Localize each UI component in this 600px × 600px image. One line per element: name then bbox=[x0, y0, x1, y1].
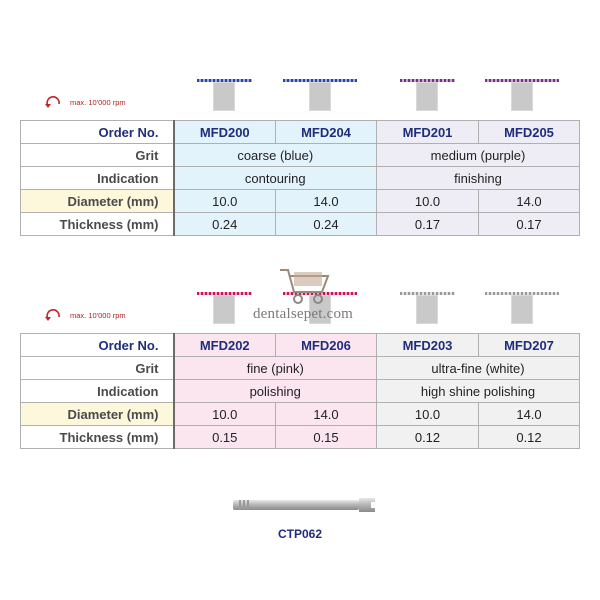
diameter-value: 14.0 bbox=[275, 402, 377, 426]
spec-table-2: Order No. MFD202 MFD206 MFD203 MFD207 Gr… bbox=[20, 333, 580, 449]
grit-value: fine (pink) bbox=[173, 356, 377, 380]
thickness-row: Thickness (mm) 0.15 0.15 0.12 0.12 bbox=[20, 425, 580, 449]
rpm-label: max. 10'000 rpm bbox=[70, 97, 126, 107]
order-code: MFD200 bbox=[173, 120, 276, 144]
diameter-value: 14.0 bbox=[478, 189, 580, 213]
grit-row: Grit fine (pink) ultra-fine (white) bbox=[20, 356, 580, 380]
diameter-value: 10.0 bbox=[173, 189, 276, 213]
spec-table-1: Order No. MFD200 MFD204 MFD201 MFD205 Gr… bbox=[20, 120, 580, 236]
diameter-value: 14.0 bbox=[275, 189, 377, 213]
disc-mfd202 bbox=[197, 292, 252, 324]
thickness-value: 0.12 bbox=[376, 425, 479, 449]
diameter-value: 10.0 bbox=[376, 402, 479, 426]
grit-row: Grit coarse (blue) medium (purple) bbox=[20, 143, 580, 167]
thickness-value: 0.17 bbox=[478, 212, 580, 236]
disc-mfd203 bbox=[400, 292, 455, 324]
thickness-value: 0.12 bbox=[478, 425, 580, 449]
diameter-label: Diameter (mm) bbox=[20, 189, 175, 213]
grit-label: Grit bbox=[20, 143, 175, 167]
order-label: Order No. bbox=[20, 333, 175, 357]
indication-value: high shine polishing bbox=[376, 379, 580, 403]
disc-mfd207 bbox=[485, 292, 559, 324]
order-code: MFD203 bbox=[376, 333, 479, 357]
thickness-value: 0.24 bbox=[173, 212, 276, 236]
diameter-value: 10.0 bbox=[376, 189, 479, 213]
thickness-value: 0.24 bbox=[275, 212, 377, 236]
disc-mfd205 bbox=[485, 79, 559, 111]
order-code: MFD205 bbox=[478, 120, 580, 144]
thickness-label: Thickness (mm) bbox=[20, 425, 175, 449]
diameter-label: Diameter (mm) bbox=[20, 402, 175, 426]
diameter-row: Diameter (mm) 10.0 14.0 10.0 14.0 bbox=[20, 189, 580, 213]
indication-label: Indication bbox=[20, 166, 175, 190]
order-code: MFD206 bbox=[275, 333, 377, 357]
order-row: Order No. MFD200 MFD204 MFD201 MFD205 bbox=[20, 120, 580, 144]
grit-value: ultra-fine (white) bbox=[376, 356, 580, 380]
rotation-arrow-icon bbox=[45, 309, 60, 321]
product-block-2: max. 10'000 rpm Order No. MFD202 MFD206 … bbox=[20, 292, 580, 449]
indication-value: contouring bbox=[173, 166, 377, 190]
watermark: dentalsepet.com bbox=[248, 262, 358, 332]
thickness-value: 0.17 bbox=[376, 212, 479, 236]
diameter-value: 14.0 bbox=[478, 402, 580, 426]
grit-value: medium (purple) bbox=[376, 143, 580, 167]
order-row: Order No. MFD202 MFD206 MFD203 MFD207 bbox=[20, 333, 580, 357]
watermark-cart-icon bbox=[280, 269, 330, 304]
disc-mfd201 bbox=[400, 79, 455, 111]
thickness-value: 0.15 bbox=[275, 425, 377, 449]
disc-mfd200 bbox=[197, 79, 252, 111]
thickness-label: Thickness (mm) bbox=[20, 212, 175, 236]
thickness-row: Thickness (mm) 0.24 0.24 0.17 0.17 bbox=[20, 212, 580, 236]
rpm-note: max. 10'000 rpm bbox=[44, 308, 126, 322]
rotation-arrow-icon bbox=[45, 96, 60, 108]
mandrel-code: CTP062 bbox=[277, 527, 323, 541]
mandrel-icon bbox=[233, 498, 377, 512]
thickness-value: 0.15 bbox=[173, 425, 276, 449]
grit-label: Grit bbox=[20, 356, 175, 380]
order-code: MFD202 bbox=[173, 333, 276, 357]
disc-mfd204 bbox=[283, 79, 357, 111]
diameter-value: 10.0 bbox=[173, 402, 276, 426]
indication-row: Indication polishing high shine polishin… bbox=[20, 379, 580, 403]
order-code: MFD207 bbox=[478, 333, 580, 357]
indication-value: polishing bbox=[173, 379, 377, 403]
diameter-row: Diameter (mm) 10.0 14.0 10.0 14.0 bbox=[20, 402, 580, 426]
rpm-label: max. 10'000 rpm bbox=[70, 310, 126, 320]
indication-label: Indication bbox=[20, 379, 175, 403]
rpm-note: max. 10'000 rpm bbox=[44, 95, 126, 109]
product-block-1: max. 10'000 rpm Order No. MFD200 MFD204 … bbox=[0, 0, 600, 240]
watermark-text: dentalsepet.com bbox=[252, 306, 354, 322]
